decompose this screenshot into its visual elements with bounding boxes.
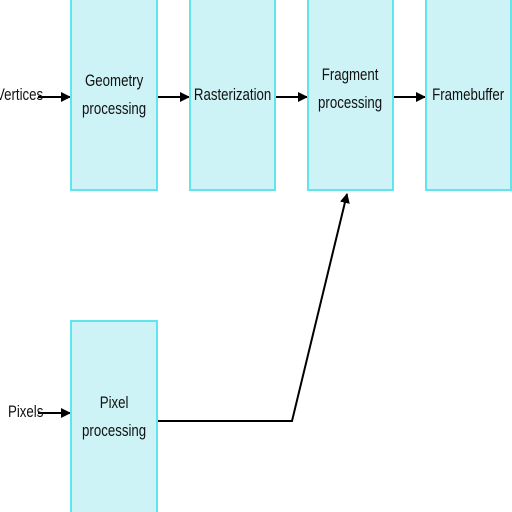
- framebuffer-label: Framebuffer: [432, 84, 505, 104]
- geometry-processing-label: Geometry processing: [81, 70, 147, 118]
- fragment-processing-label: Fragment processing: [318, 64, 383, 112]
- vertices-label: Vertices: [0, 85, 44, 104]
- framebuffer-box: Framebuffer: [425, 0, 512, 191]
- rasterization-label: Rasterization: [193, 84, 272, 104]
- geometry-processing-box: Geometry processing: [70, 0, 158, 191]
- pixel-processing-label: Pixel processing: [81, 393, 147, 440]
- arrow-pixel-processing-to-fragment: [157, 193, 350, 422]
- pixels-label: Pixels: [8, 402, 44, 421]
- pixel-processing-box: Pixel processing: [70, 320, 158, 512]
- rasterization-box: Rasterization: [189, 0, 276, 191]
- fragment-processing-box: Fragment processing: [307, 0, 394, 191]
